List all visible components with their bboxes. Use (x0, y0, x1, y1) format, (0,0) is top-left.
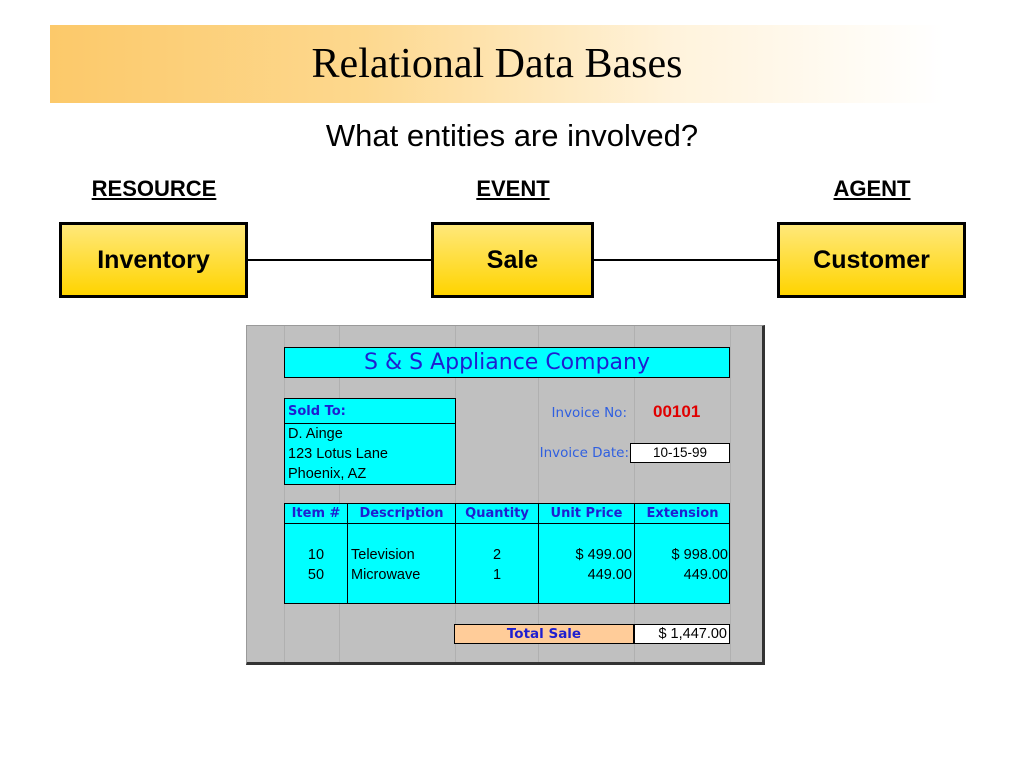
invoice-date: 10-15-99 (630, 443, 730, 463)
sheet-gridline (339, 326, 340, 662)
sold-to-city: Phoenix, AZ (288, 466, 367, 482)
cell-extension: 449.00 (683, 567, 728, 583)
invoice-document: S & S Appliance Company Sold To: D. Aing… (246, 325, 765, 665)
column-divider (538, 504, 539, 603)
column-header-unit-price: Unit Price (550, 506, 623, 521)
column-divider (634, 504, 635, 603)
sold-to-street: 123 Lotus Lane (288, 446, 388, 462)
column-header-item: Item # (291, 506, 341, 521)
company-name: S & S Appliance Company (284, 347, 730, 378)
cell-description: Microwave (351, 567, 421, 583)
invoice-date-label: Invoice Date: (539, 445, 629, 461)
subtitle: What entities are involved? (325, 118, 699, 153)
column-header-description: Description (359, 506, 444, 521)
cell-unit-price: 449.00 (587, 567, 632, 583)
entity-customer: Customer (777, 222, 966, 298)
sheet-gridline (538, 326, 539, 662)
sheet-gridline (634, 326, 635, 662)
cell-item: 10 (307, 547, 325, 563)
line-items-table: Item # Description Quantity Unit Price E… (284, 503, 730, 604)
connector-sale-customer (594, 259, 778, 261)
invoice-number: 00101 (653, 402, 701, 421)
column-header-extension: Extension (646, 506, 719, 521)
title-banner: Relational Data Bases (50, 25, 944, 103)
column-divider (455, 504, 456, 603)
entity-inventory-label: Inventory (97, 245, 210, 274)
category-agent: AGENT (833, 176, 911, 201)
page-title: Relational Data Bases (311, 41, 683, 87)
column-divider (347, 504, 348, 603)
category-resource: RESOURCE (91, 176, 217, 201)
entity-sale: Sale (431, 222, 594, 298)
connector-inventory-sale (248, 259, 432, 261)
category-event: EVENT (476, 176, 550, 201)
total-sale-value: $ 1,447.00 (634, 624, 730, 644)
total-sale-label: Total Sale (454, 624, 634, 644)
sold-to-box: Sold To: D. Ainge 123 Lotus Lane Phoenix… (284, 398, 456, 485)
cell-description: Television (351, 547, 415, 563)
sold-to-name: D. Ainge (288, 426, 343, 442)
cell-extension: $ 998.00 (671, 547, 728, 563)
invoice-no-label: Invoice No: (551, 405, 627, 421)
cell-quantity: 1 (492, 567, 502, 583)
entity-customer-label: Customer (813, 245, 930, 274)
sheet-gridline (730, 326, 731, 662)
entity-sale-label: Sale (486, 245, 539, 274)
sheet-gridline (284, 326, 285, 662)
cell-quantity: 2 (492, 547, 502, 563)
cell-item: 50 (307, 567, 325, 583)
sheet-gridline (455, 326, 456, 662)
cell-unit-price: $ 499.00 (575, 547, 632, 563)
table-header (285, 504, 729, 524)
entity-inventory: Inventory (59, 222, 248, 298)
sold-to-label: Sold To: (285, 399, 455, 424)
column-header-quantity: Quantity (465, 506, 529, 521)
